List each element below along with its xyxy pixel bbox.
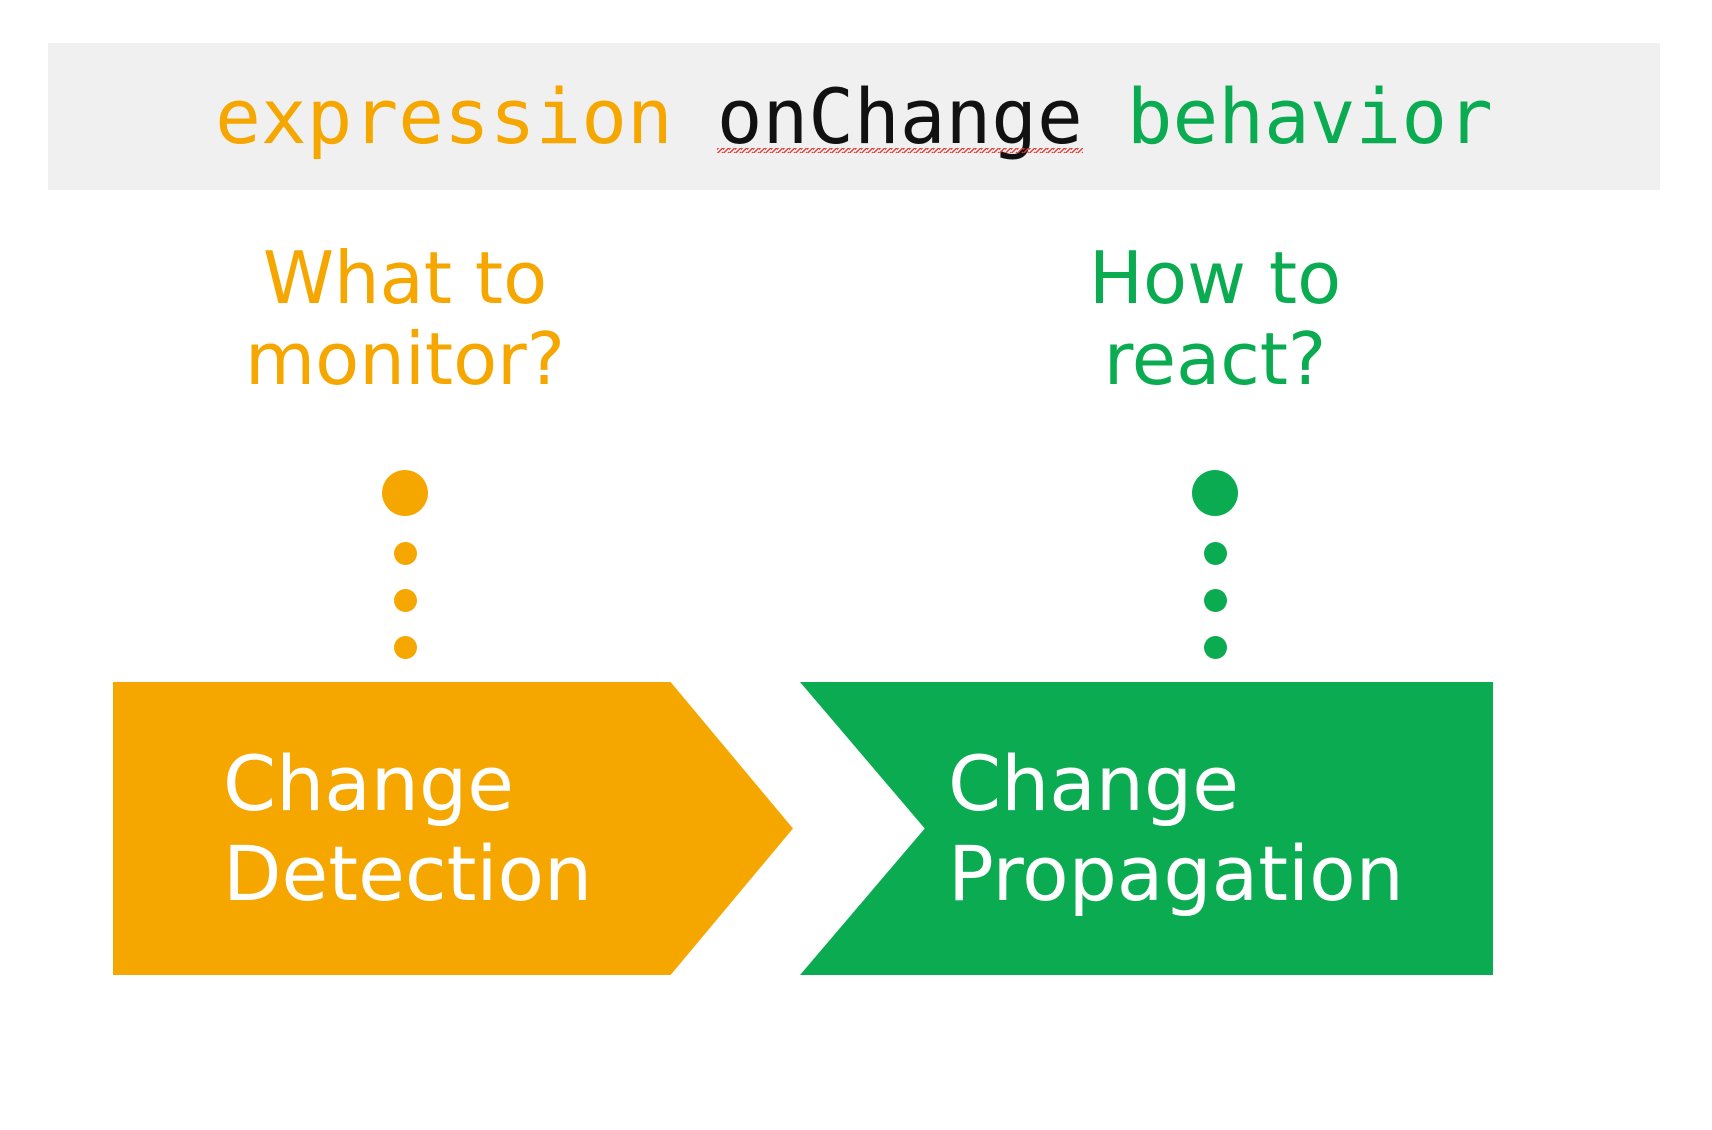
stage-propagation-line1: Change [948, 738, 1239, 828]
connector-left-dot-icon [393, 589, 417, 612]
caption-right-line1: How to [1088, 236, 1342, 320]
connector-left-anchor-dot-icon [382, 470, 428, 516]
connector-left-dot-icon [393, 636, 417, 659]
spellcheck-squiggle-icon [716, 147, 1083, 153]
caption-how-to-react: How to react? [985, 238, 1445, 399]
code-token-behavior: behavior [1126, 71, 1493, 161]
caption-right-line2: react? [1103, 316, 1327, 401]
connector-right-dot-icon [1203, 542, 1227, 565]
caption-left-line1: What to [262, 236, 548, 320]
code-token-expression: expression [215, 71, 673, 161]
stage-change-detection: Change Detection [113, 682, 793, 975]
connector-right-anchor-dot-icon [1192, 470, 1238, 516]
caption-left-line2: monitor? [245, 316, 565, 401]
caption-what-to-monitor: What to monitor? [150, 238, 660, 399]
connector-right-dot-icon [1203, 589, 1227, 612]
stage-detection-line1: Change [223, 738, 514, 828]
code-token-onchange: onChange [715, 78, 1085, 155]
connector-right-dot-icon [1203, 636, 1227, 659]
stage-detection-line2: Detection [223, 828, 593, 918]
stage-change-propagation-label: Change Propagation [948, 739, 1404, 918]
code-token-onchange-text: onChange [716, 71, 1083, 161]
connector-left-dot-icon [393, 542, 417, 565]
stage-propagation-line2: Propagation [948, 828, 1404, 918]
stage-change-propagation: Change Propagation [800, 682, 1493, 975]
stage-change-detection-label: Change Detection [223, 739, 592, 918]
header-code-band: expression onChange behavior [48, 43, 1660, 190]
